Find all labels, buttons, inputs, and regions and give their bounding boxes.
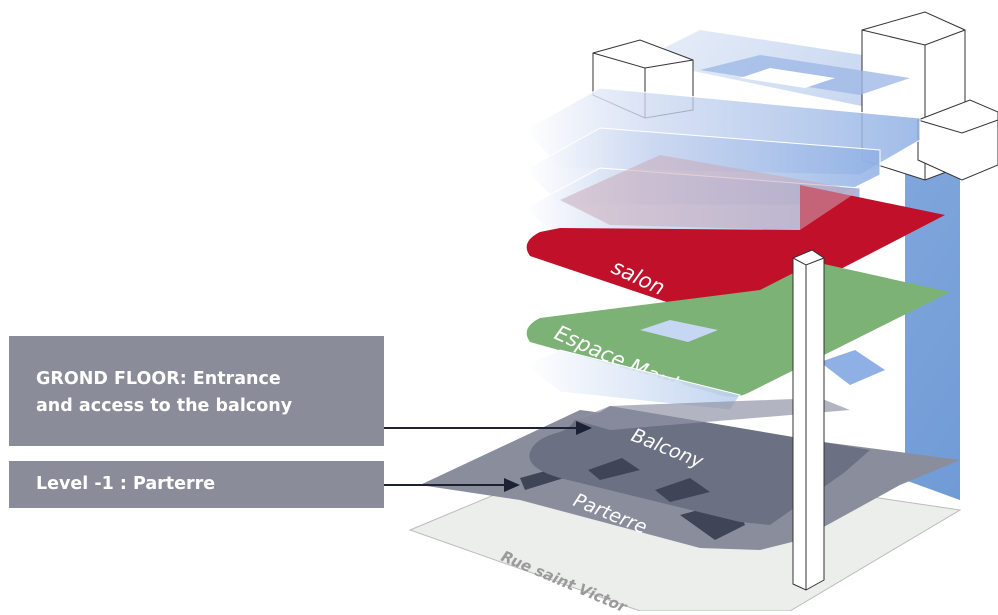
callout-level-minus-1-text: Level -1 : Parterre xyxy=(36,474,216,494)
arrow-ground-floor xyxy=(384,421,592,435)
balcony-floor xyxy=(529,406,870,525)
salon-upper-overlay xyxy=(560,155,860,230)
callout-ground-floor-text: GROND FLOOR: Entrance and access to the … xyxy=(36,369,293,416)
callout-ground-floor: GROND FLOOR: Entrance and access to the … xyxy=(9,336,384,446)
balcony-upper-ledge xyxy=(575,398,850,430)
salon-floor xyxy=(526,185,945,322)
roof-block xyxy=(917,99,998,181)
roof-skylight xyxy=(740,68,835,88)
vertical-column xyxy=(792,249,825,591)
callout-level-minus-1: Level -1 : Parterre xyxy=(9,461,384,508)
arrow-level-minus-1 xyxy=(384,478,520,492)
espace-maubert-opening xyxy=(640,320,718,342)
balcony-opening-1 xyxy=(588,458,640,480)
espace-maubert-floor xyxy=(526,262,950,397)
balcony-opening-2 xyxy=(655,478,710,502)
building-window xyxy=(820,350,885,385)
